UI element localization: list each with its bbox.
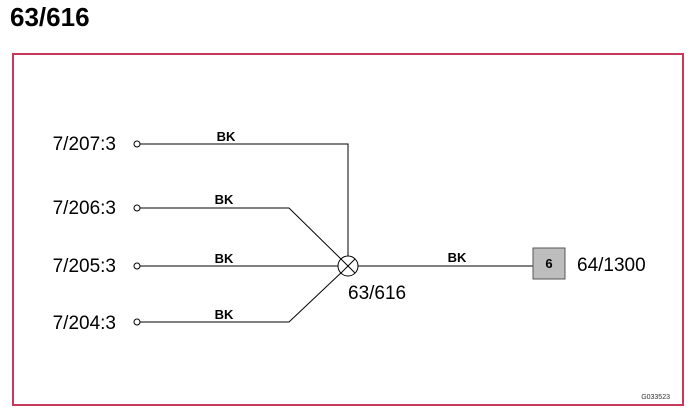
diagram-frame [12, 53, 684, 406]
wire-7-206-3 [140, 207, 344, 262]
wire-color-label: BK [217, 129, 236, 144]
splice-icon [337, 255, 359, 277]
pin-number: 6 [545, 256, 552, 271]
wire-color-label: BK [215, 251, 234, 266]
terminal-7-205-3 [133, 262, 141, 270]
connector-label-7-205-3: 7/205:3 [53, 256, 116, 277]
connector-label-7-204-3: 7/204:3 [53, 313, 116, 334]
terminal-7-206-3 [133, 204, 141, 212]
wire-7-207-3 [140, 143, 349, 256]
wire-color-label: BK [215, 307, 234, 322]
page-title: 63/616 [10, 2, 90, 32]
terminal-7-207-3 [133, 140, 141, 148]
connector-label-7-207-3: 7/207:3 [53, 134, 116, 155]
wire-7-204-3 [140, 270, 344, 323]
wire-color-label: BK [215, 192, 234, 207]
wire-color-label: BK [448, 250, 467, 265]
output-connector-label: 64/1300 [577, 255, 646, 276]
splice-label: 63/616 [348, 283, 406, 304]
figure-code: G033523 [641, 394, 670, 401]
pin-box [532, 247, 566, 280]
terminal-7-204-3 [133, 318, 141, 326]
connector-label-7-206-3: 7/206:3 [53, 198, 116, 219]
